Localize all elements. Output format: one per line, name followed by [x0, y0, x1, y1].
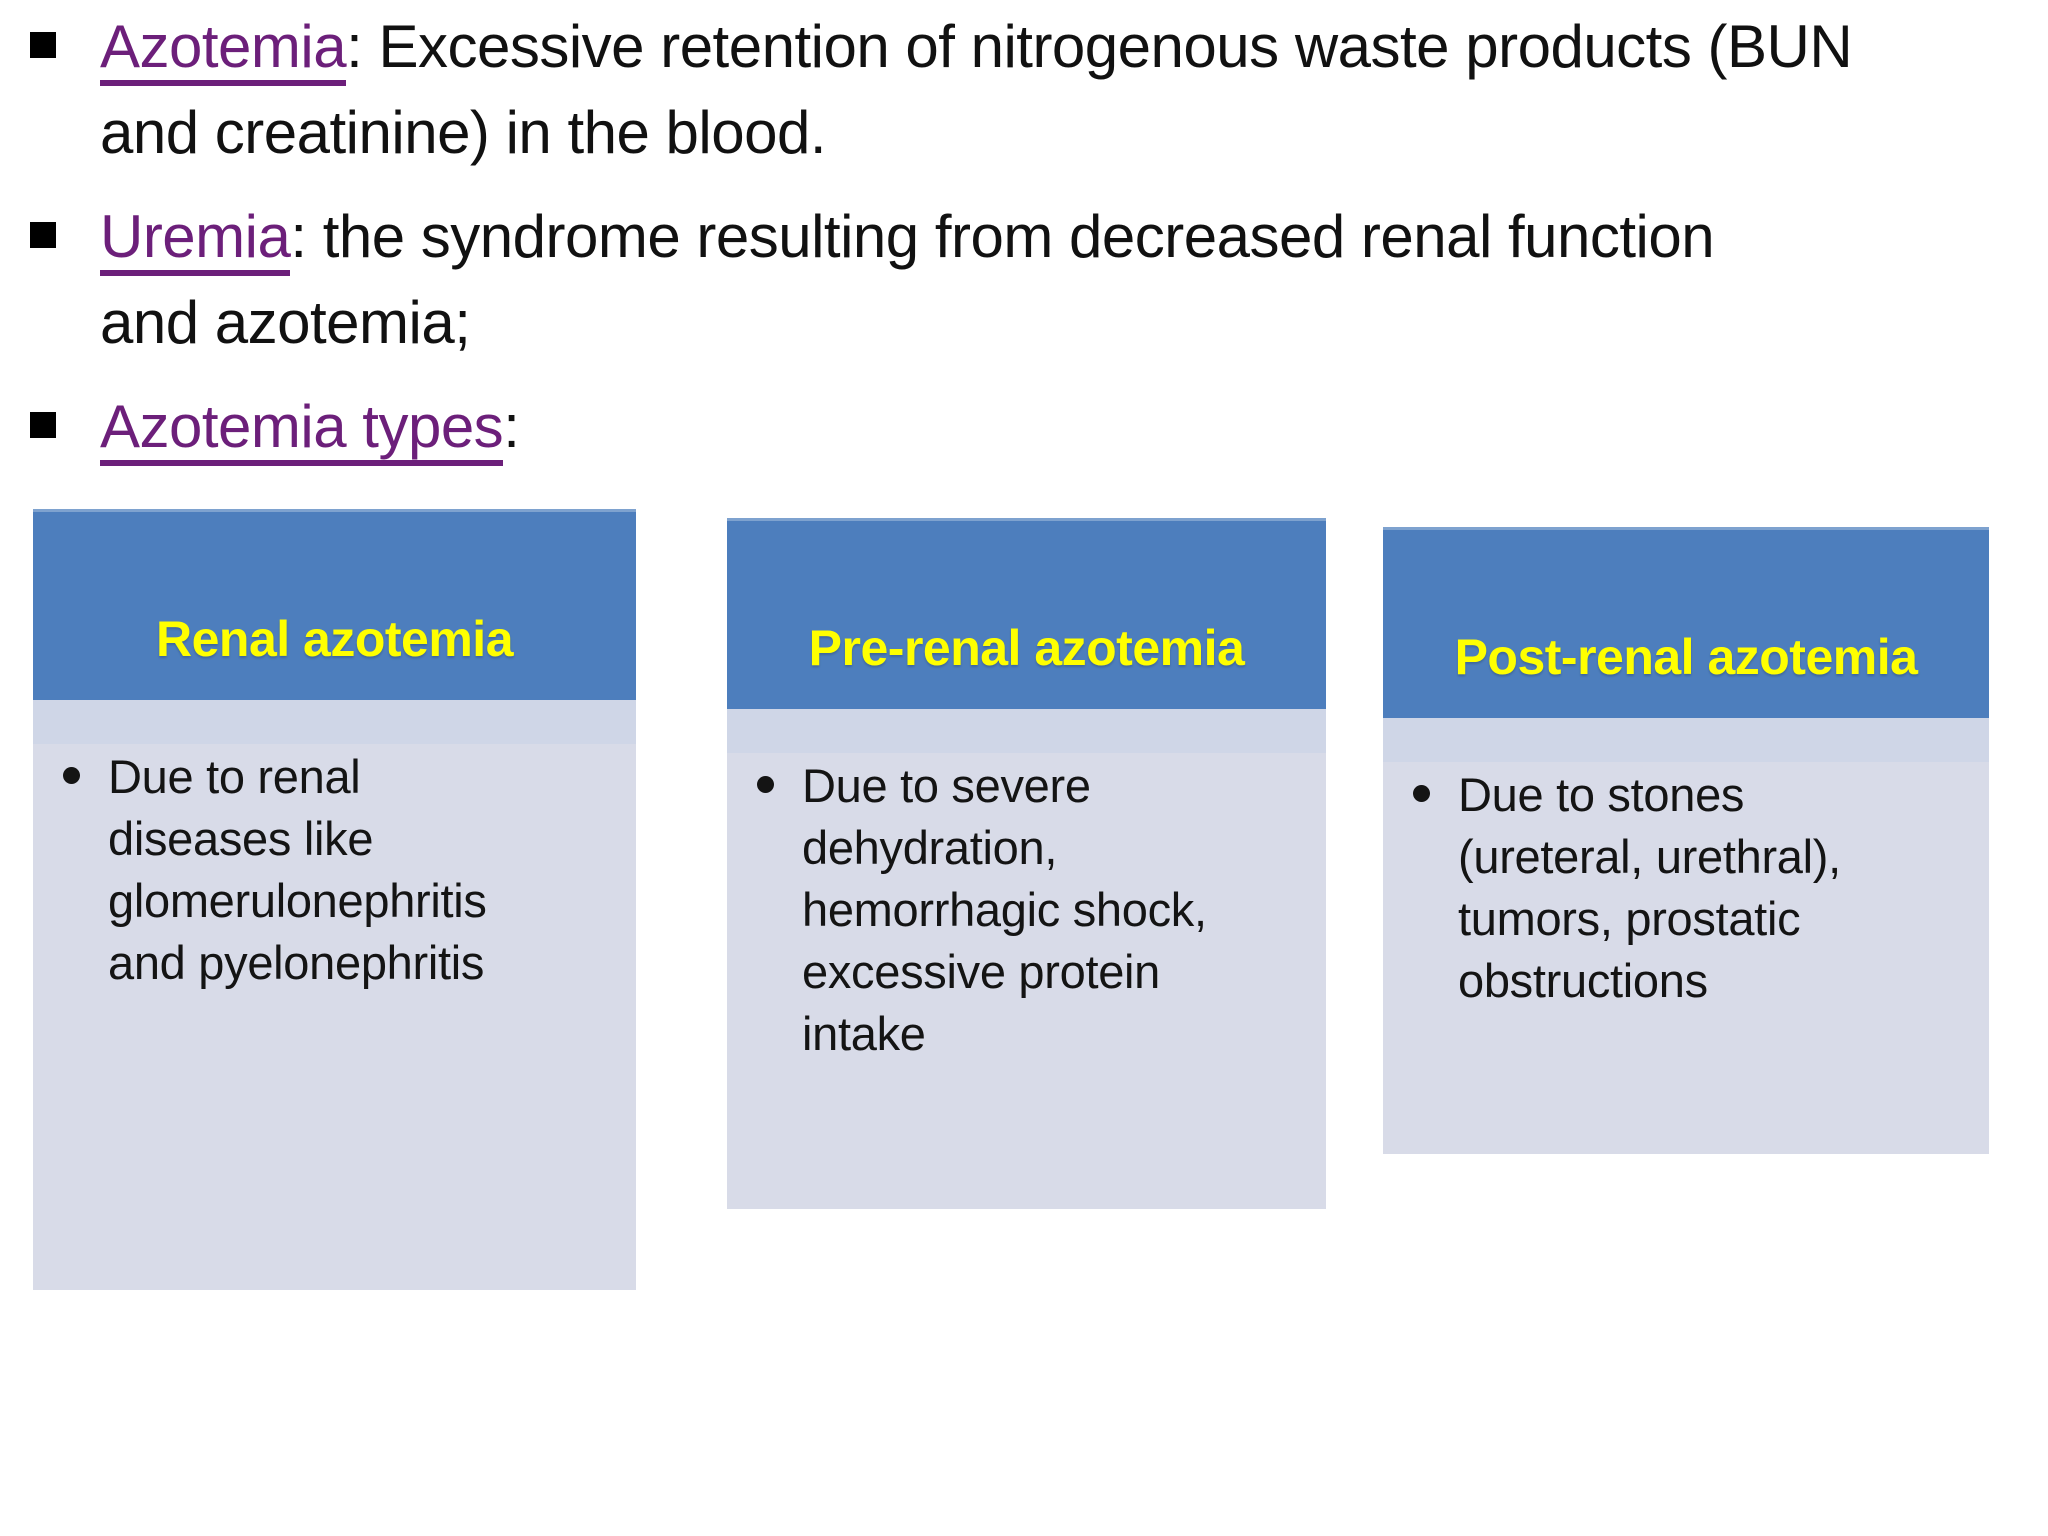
- card-title: Post-renal azotemia: [1454, 629, 1918, 685]
- card-title: Pre-renal azotemia: [808, 620, 1245, 676]
- bullet-item-azotemia-types: Azotemia types:: [30, 384, 1980, 470]
- card-body: Due to stones (ureteral, urethral), tumo…: [1383, 718, 1989, 1154]
- bullet-text: : Excessive retention of nitrogenous was…: [100, 13, 1853, 166]
- bullet-list: Azotemia: Excessive retention of nitroge…: [30, 4, 1980, 488]
- bullet-item-azotemia: Azotemia: Excessive retention of nitroge…: [30, 4, 1980, 176]
- card-header: Renal azotemia: [33, 509, 636, 700]
- square-bullet-icon: [30, 222, 56, 248]
- card-renal-azotemia: Renal azotemia Due to renal diseases lik…: [33, 509, 636, 1290]
- card-post-renal-azotemia: Post-renal azotemia Due to stones (urete…: [1383, 527, 1989, 1154]
- dot-bullet-icon: [63, 767, 80, 784]
- bullet-text: : the syndrome resulting from decreased …: [100, 203, 1715, 356]
- card-header: Pre-renal azotemia: [727, 518, 1326, 709]
- card-title: Renal azotemia: [155, 611, 514, 667]
- bullet-text: :: [503, 393, 520, 460]
- card-body-text: Due to severe dehydration, hemorrhagic s…: [802, 759, 1207, 1060]
- card-body: Due to severe dehydration, hemorrhagic s…: [727, 709, 1326, 1209]
- card-header: Post-renal azotemia: [1383, 527, 1989, 718]
- bullet-item-uremia: Uremia: the syndrome resulting from decr…: [30, 194, 1980, 366]
- bullet-term: Azotemia types: [100, 393, 504, 466]
- card-bullet-item: Due to severe dehydration, hemorrhagic s…: [757, 755, 1306, 1065]
- bullet-paragraph: Uremia: the syndrome resulting from decr…: [100, 194, 1715, 366]
- bullet-term: Azotemia: [100, 13, 347, 86]
- card-body-text: Due to stones (ureteral, urethral), tumo…: [1458, 768, 1841, 1007]
- bullet-paragraph: Azotemia: Excessive retention of nitroge…: [100, 4, 1853, 176]
- card-bullet-item: Due to renal diseases like glomeruloneph…: [63, 746, 616, 994]
- bullet-term: Uremia: [100, 203, 291, 276]
- card-pre-renal-azotemia: Pre-renal azotemia Due to severe dehydra…: [727, 518, 1326, 1209]
- bullet-paragraph: Azotemia types:: [100, 384, 520, 470]
- square-bullet-icon: [30, 412, 56, 438]
- card-body-text: Due to renal diseases like glomeruloneph…: [108, 750, 487, 989]
- card-body: Due to renal diseases like glomeruloneph…: [33, 700, 636, 1290]
- square-bullet-icon: [30, 32, 56, 58]
- dot-bullet-icon: [757, 776, 774, 793]
- dot-bullet-icon: [1413, 785, 1430, 802]
- card-bullet-item: Due to stones (ureteral, urethral), tumo…: [1413, 764, 1969, 1012]
